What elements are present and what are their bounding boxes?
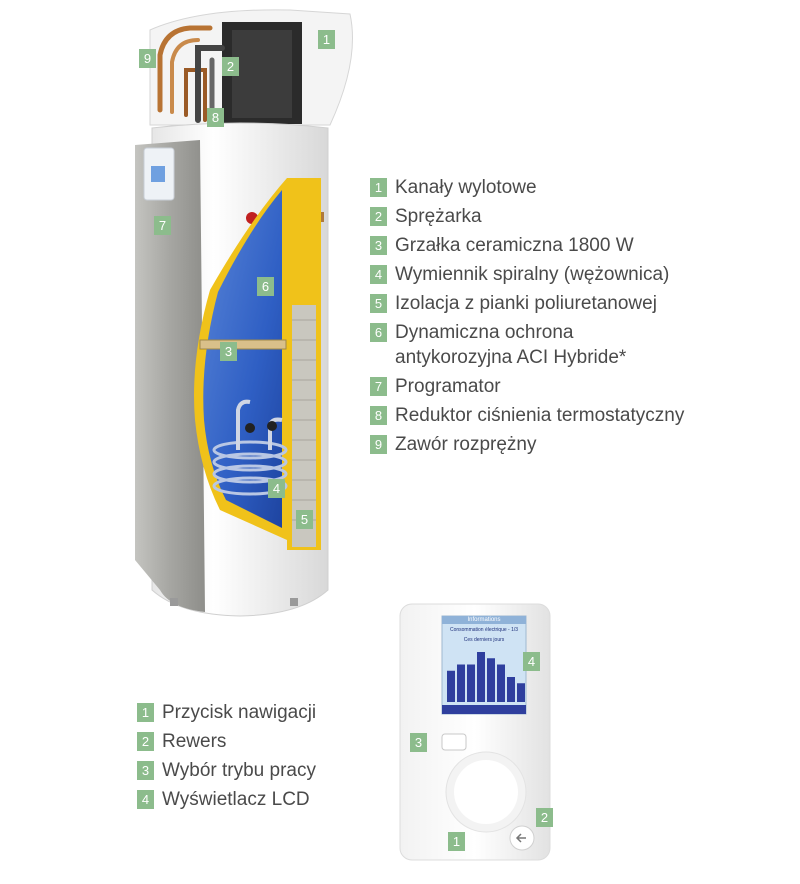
- callout-tag: 3: [410, 733, 427, 752]
- legend-label: Sprężarka: [395, 206, 482, 227]
- lcd-bar: [487, 658, 495, 702]
- legend-number: 2: [370, 207, 387, 226]
- legend-item: 1 Przycisk nawigacji: [137, 700, 397, 725]
- legend-item: 4 Wymiennik spiralny (wężownica): [370, 262, 690, 287]
- legend-item: 3 Wybór trybu pracy: [137, 758, 397, 783]
- callout-tag: 6: [257, 277, 274, 296]
- lcd-bar: [497, 664, 505, 702]
- callout-tag: 9: [139, 49, 156, 68]
- legend-number: 3: [370, 236, 387, 255]
- legend-item: 2 Rewers: [137, 729, 397, 754]
- callout-tag: 1: [318, 30, 335, 49]
- water-heater: [135, 9, 353, 617]
- legend-item: 4 Wyświetlacz LCD: [137, 787, 397, 812]
- legend-label: Programator: [395, 376, 501, 397]
- legend-label: Dynamiczna ochrona antykorozyjna ACI Hyb…: [395, 322, 627, 368]
- legend-item: 8 Reduktor ciśnienia termostatyczny: [370, 403, 690, 428]
- legend-item: 9 Zawór rozprężny: [370, 432, 690, 457]
- callout-tag: 8: [207, 108, 224, 127]
- lcd-bar: [457, 664, 465, 702]
- legend-label: Kanały wylotowe: [395, 177, 537, 198]
- legend-label: Izolacja z pianki poliuretanowej: [395, 293, 657, 314]
- legend-number: 2: [137, 732, 154, 751]
- lcd-title: Informations: [467, 617, 501, 623]
- lcd-caption: Ces derniers jours: [463, 637, 505, 643]
- callout-tag: 2: [536, 808, 553, 827]
- legend-number: 8: [370, 406, 387, 425]
- insulation-layer: [292, 305, 316, 547]
- lcd-bar: [517, 683, 525, 702]
- mode-button[interactable]: [441, 733, 467, 751]
- legend-number: 4: [137, 790, 154, 809]
- legend-item: 7 Programator: [370, 374, 690, 399]
- callout-tag: 4: [523, 652, 540, 671]
- callout-tag: 1: [448, 832, 465, 851]
- legend-label: Przycisk nawigacji: [162, 702, 317, 723]
- lcd-bar: [477, 652, 485, 702]
- legend-number: 6: [370, 323, 387, 342]
- callout-tag: 5: [296, 510, 313, 529]
- legend-number: 3: [137, 761, 154, 780]
- legend-item: 2 Sprężarka: [370, 204, 690, 229]
- heater-legend: 1 Kanały wylotowe 2 Sprężarka 3 Grzałka cer…: [370, 175, 690, 461]
- legend-item: 3 Grzałka ceramiczna 1800 W: [370, 233, 690, 258]
- legend-label: Grzałka ceramiczna 1800 W: [395, 235, 634, 256]
- legend-number: 1: [370, 178, 387, 197]
- legend-label: Zawór rozprężny: [395, 434, 537, 455]
- back-arrow-icon: [515, 833, 526, 843]
- legend-label: Reduktor ciśnienia termostatyczny: [395, 405, 685, 426]
- lcd-bar: [447, 670, 455, 702]
- callout-tag: 2: [222, 57, 239, 76]
- side-panel: [135, 140, 205, 612]
- ceramic-heating-element: [199, 339, 287, 350]
- lcd-subtitle: Consommation électrique - 1/3: [449, 627, 519, 633]
- legend-number: 4: [370, 265, 387, 284]
- legend-item: 6 Dynamiczna ochrona antykorozyjna ACI Hy…: [370, 320, 690, 370]
- callout-tag: 4: [268, 479, 285, 498]
- legend-label: Wymiennik spiralny (wężownica): [395, 264, 670, 285]
- legend-label: Rewers: [162, 731, 227, 752]
- legend-number: 5: [370, 294, 387, 313]
- control-panel: [399, 603, 551, 861]
- callout-tag: 3: [220, 342, 237, 361]
- legend-number: 9: [370, 435, 387, 454]
- lcd-bar: [467, 664, 475, 702]
- lcd-bar: [507, 677, 515, 702]
- legend-item: 1 Kanały wylotowe: [370, 175, 690, 200]
- legend-number: 7: [370, 377, 387, 396]
- legend-item: 5 Izolacja z pianki poliuretanowej: [370, 291, 690, 316]
- legend-number: 1: [137, 703, 154, 722]
- lcd-bars: [447, 652, 525, 702]
- spiral-exchanger: [212, 399, 288, 496]
- legend-label: Wybór trybu pracy: [162, 760, 316, 781]
- callout-tag: 7: [154, 216, 171, 235]
- panel-legend: 1 Przycisk nawigacji 2 Rewers 3 Wybór trybu…: [137, 700, 397, 816]
- legend-label: Wyświetlacz LCD: [162, 789, 310, 810]
